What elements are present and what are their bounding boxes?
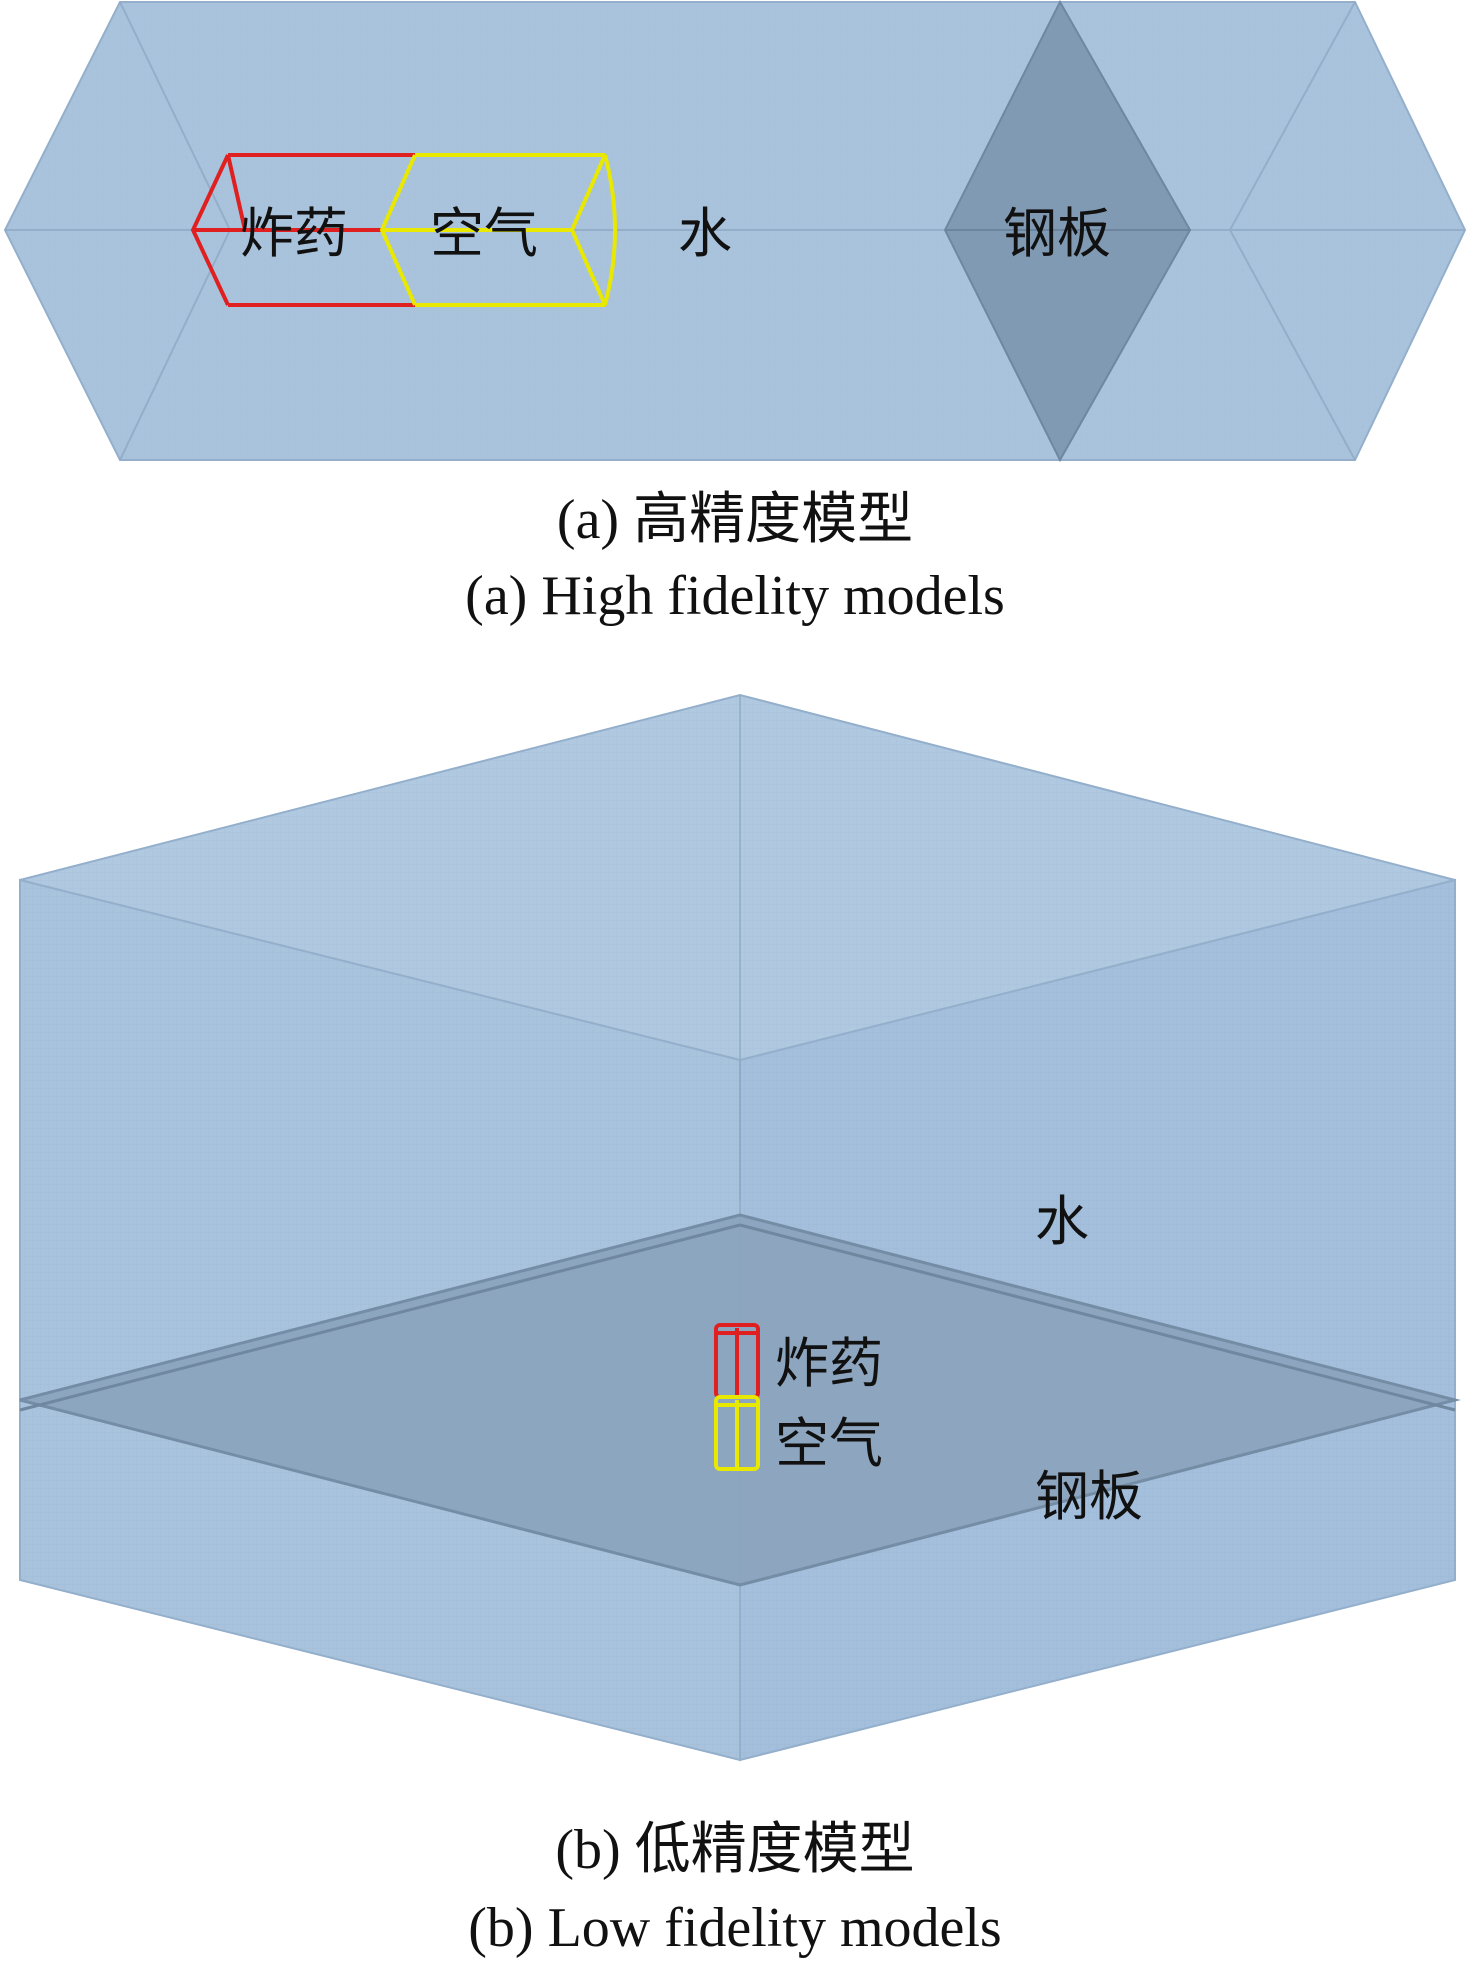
- water-label: 水: [1035, 1190, 1089, 1253]
- caption-a-en: (a) High fidelity models: [465, 565, 1005, 627]
- water-label: 水: [678, 202, 732, 265]
- steel-label: 钢板: [1035, 1465, 1143, 1528]
- steel-label: 钢板: [1003, 202, 1111, 265]
- air-wireframe: [379, 153, 617, 307]
- air-column: [714, 1395, 760, 1471]
- high-fidelity-model-view: 炸药 空气 水 钢板: [3, 0, 1467, 463]
- caption-b-en: (b) Low fidelity models: [468, 1897, 1002, 1959]
- air-label: 空气: [430, 202, 538, 265]
- caption-a-cn: (a) 高精度模型: [556, 489, 914, 551]
- low-fidelity-model-view: 水 炸药 空气 钢板: [19, 693, 1461, 1762]
- explosive-label: 炸药: [775, 1332, 883, 1395]
- caption-b-cn: (b) 低精度模型: [555, 1819, 915, 1881]
- explosive-label: 炸药: [240, 202, 348, 265]
- air-label: 空气: [775, 1412, 883, 1475]
